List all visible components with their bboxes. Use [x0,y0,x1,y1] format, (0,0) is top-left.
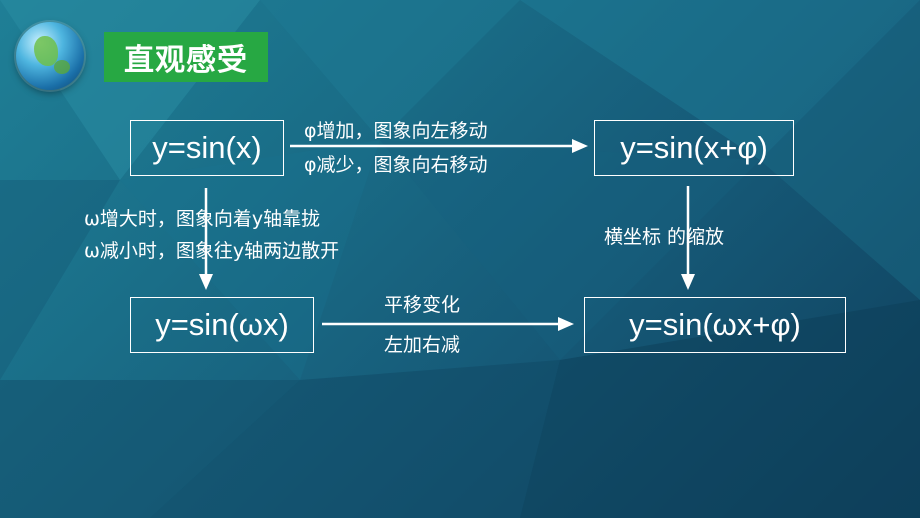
top-arrow-label-decrease: φ减少，图象向右移动 [304,154,488,176]
bottom-arrow-label-below: 左加右减 [384,334,461,356]
formula-sin-omega-x: y=sin(ωx) [155,307,289,342]
arrow-top-head [572,139,588,153]
formula-sin-x: y=sin(x) [152,130,262,165]
formula-box-sin-x: y=sin(x) [130,120,284,176]
formula-sin-omega-x-phi: y=sin(ωx+φ) [629,307,801,342]
formula-box-sin-omega-x-phi: y=sin(ωx+φ) [584,297,846,353]
bottom-arrow-label-above: 平移变化 [384,294,461,316]
section-title: 直观感受 [104,32,268,82]
top-arrow-label-increase: φ增加，图象向左移动 [304,120,488,142]
left-arrow-label-increase: ω增大时，图象向着y轴靠拢 [84,208,321,230]
formula-sin-x-phi: y=sin(x+φ) [620,130,768,165]
formula-box-sin-omega-x: y=sin(ωx) [130,297,314,353]
globe-icon [16,22,84,90]
arrow-bottom-head [558,317,574,331]
left-arrow-label-decrease: ω减小时，图象往y轴两边散开 [84,240,340,262]
arrow-left-head [199,274,213,290]
formula-box-sin-x-phi: y=sin(x+φ) [594,120,794,176]
arrow-right-head [681,274,695,290]
right-arrow-label: 横坐标 的缩放 [604,226,725,248]
